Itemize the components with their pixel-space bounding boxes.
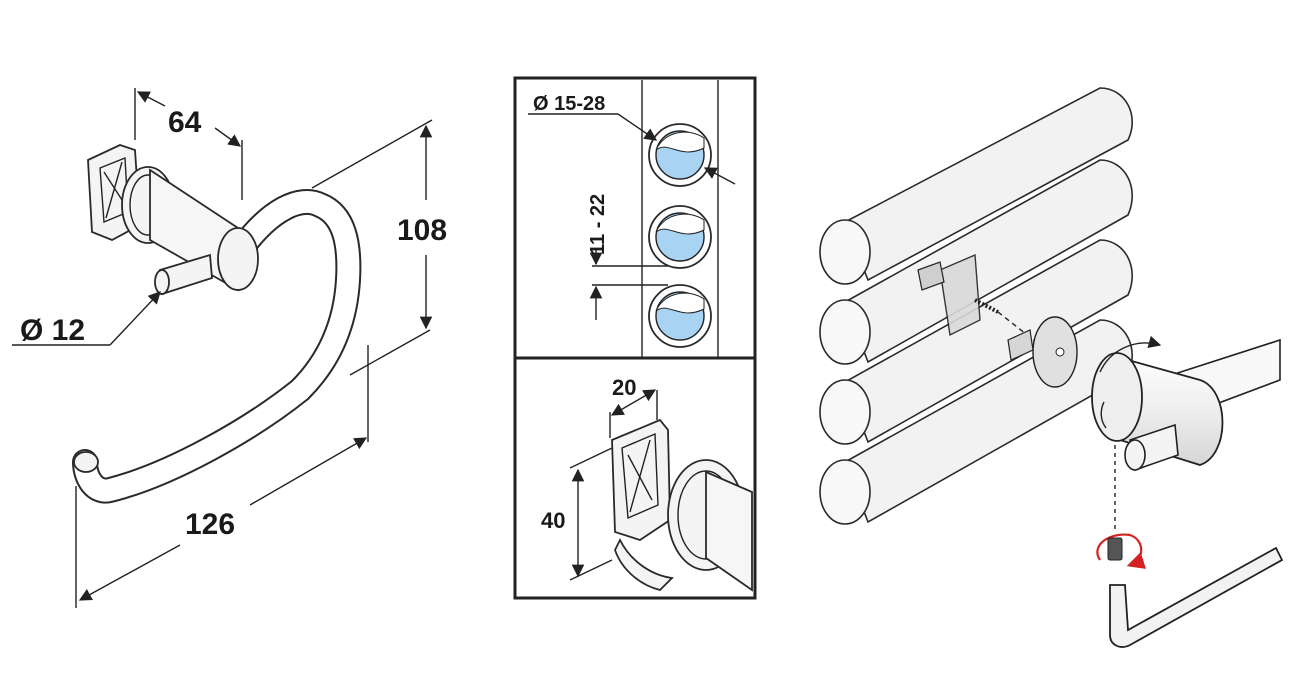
rotation-arrow-icon bbox=[1096, 533, 1147, 569]
clamp-height-label: 40 bbox=[541, 508, 565, 533]
radiator-pipe-3 bbox=[819, 239, 1133, 445]
rod-end-cap bbox=[73, 451, 99, 473]
clamp-detail bbox=[611, 418, 753, 592]
hex-key-icon bbox=[1109, 546, 1284, 648]
clamp-width-label: 20 bbox=[612, 375, 636, 400]
set-screw-assembly bbox=[1096, 445, 1284, 648]
dim-length-label: 126 bbox=[185, 508, 235, 541]
pipe-spec-panel: Ø 15-28 11 - 22 20 40 bbox=[513, 76, 757, 600]
pipe-section-3 bbox=[648, 284, 712, 348]
installed-holder bbox=[1091, 335, 1281, 472]
dim-height-label: 108 bbox=[397, 214, 447, 247]
radiator-pipe-2 bbox=[819, 159, 1133, 365]
installation-view bbox=[819, 87, 1284, 648]
dim-pipe-spacing-label: 11 - 22 bbox=[587, 194, 609, 255]
dim-pipe-diameter-label: Ø 15-28 bbox=[533, 93, 605, 115]
radiator-pipe-1 bbox=[819, 87, 1133, 285]
dim-depth-label: 64 bbox=[168, 106, 202, 139]
dim-diameter-label: Ø 12 bbox=[20, 314, 85, 347]
clamp-hardware bbox=[917, 253, 1078, 388]
set-screw-icon bbox=[1107, 537, 1123, 561]
pipe-section-1 bbox=[648, 123, 712, 187]
pipe-section-2 bbox=[648, 205, 712, 269]
holder-view: 64 108 Ø 12 126 bbox=[12, 88, 447, 608]
